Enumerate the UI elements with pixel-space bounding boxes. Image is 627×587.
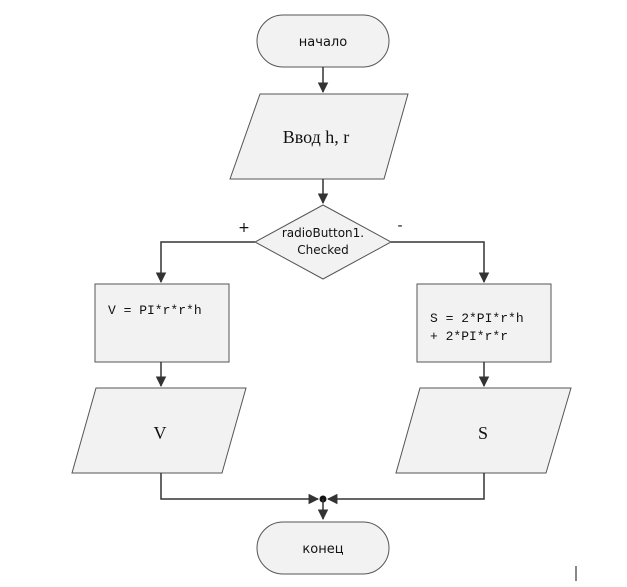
connector-decision-yes	[155, 241, 255, 284]
area-process-label-line2: + 2*PI*r*r	[430, 329, 508, 344]
area-output-parallelogram	[395, 387, 572, 474]
volume-output-label: V	[154, 423, 167, 443]
decision-label-line2: Checked	[297, 243, 349, 257]
no-branch-label: -	[397, 218, 402, 234]
area-output-label: S	[478, 423, 488, 443]
decision-diamond	[253, 204, 393, 280]
area-process-label-line1: S = 2*PI*r*h	[430, 311, 524, 326]
input-parallelogram	[229, 93, 409, 180]
end-label: конец	[302, 542, 343, 557]
volume-output-parallelogram	[71, 387, 247, 474]
connector-area-merge	[326, 473, 485, 505]
area-process-box	[416, 283, 552, 363]
end-terminator	[256, 521, 390, 575]
connector-volume-merge	[160, 473, 320, 505]
start-label: начало	[299, 35, 347, 50]
input-label: Ввод h, r	[283, 127, 350, 147]
volume-process-box	[94, 283, 230, 363]
volume-process-label: V = PI*r*r*h	[108, 303, 202, 318]
decision-label-line1: radioButton1.	[282, 226, 364, 240]
connector-decision-no	[391, 241, 490, 284]
yes-branch-label: +	[238, 220, 250, 236]
